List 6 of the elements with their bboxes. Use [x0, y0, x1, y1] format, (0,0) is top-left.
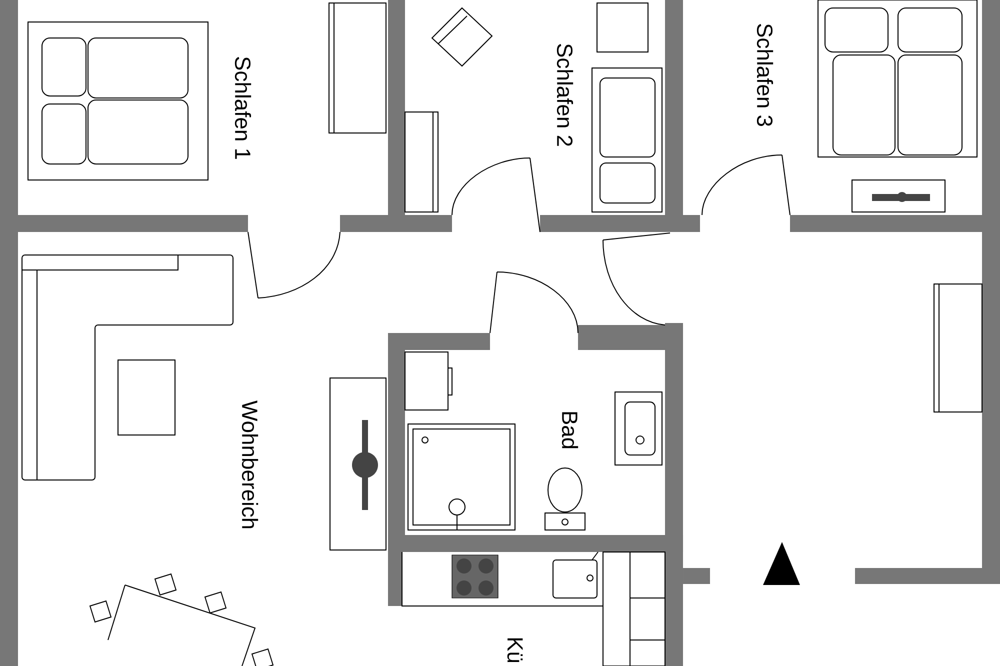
room-label: Wohnbereich	[242, 400, 258, 528]
room-label: Kü	[507, 638, 523, 662]
room-label: Schlafen 2	[556, 44, 574, 146]
room-label: Schlafen 1	[234, 57, 252, 159]
room-label: Bad	[562, 412, 578, 448]
room-label: Schlafen 3	[756, 24, 774, 126]
